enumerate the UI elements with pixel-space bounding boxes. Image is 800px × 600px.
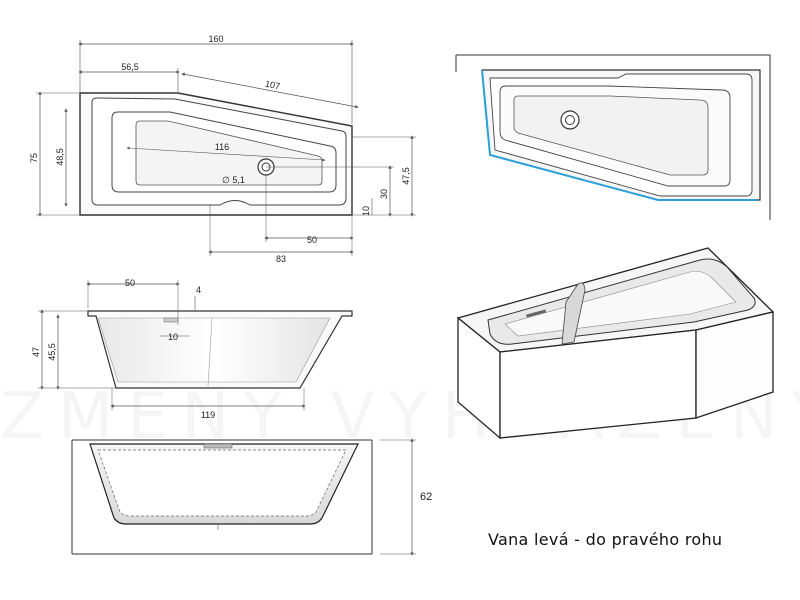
dim-edge: 10 [361,206,371,216]
dim-drain-width: 10 [168,332,178,342]
dim-drain-offset: 50 [125,278,135,288]
side-view-inner [97,449,347,517]
dim-drain-y: 30 [379,189,389,199]
dim-total-width: 160 [208,34,223,44]
dim-diagonal: 107 [264,79,281,92]
front-view: 50 4 10 47 45,5 119 [31,278,353,420]
corner-accent-edge [481,69,756,201]
dim-inner-height: 48,5 [55,148,65,166]
dim-drain-x: 50 [307,235,317,245]
iso-backrest [561,282,586,345]
dim-right-height: 47,5 [401,167,411,185]
dim-side-height: 62 [420,491,432,503]
dim-height-outer: 47 [31,347,41,357]
dim-height-inner: 45,5 [47,343,57,361]
front-view-inner [97,317,331,383]
dim-rim: 4 [196,285,201,295]
dim-height: 75 [29,153,39,163]
caption: Vana levá - do pravého rohu [488,530,723,549]
dim-left-width: 56,5 [121,62,139,72]
iso-side-panel-2 [695,311,774,419]
wall-outline [456,54,771,220]
dim-right-depth: 83 [276,254,286,264]
corner-placement-view [455,54,771,220]
top-view: 160 56,5 107 116 75 48,5 47,5 30 10 ∅ 5,… [29,34,416,264]
dim-drain-diameter: ∅ 5,1 [222,175,245,185]
dim-bottom-length: 119 [201,410,215,420]
side-view: 62 [71,438,432,556]
dim-inner-length: 116 [215,142,229,152]
isometric-view [456,247,775,440]
